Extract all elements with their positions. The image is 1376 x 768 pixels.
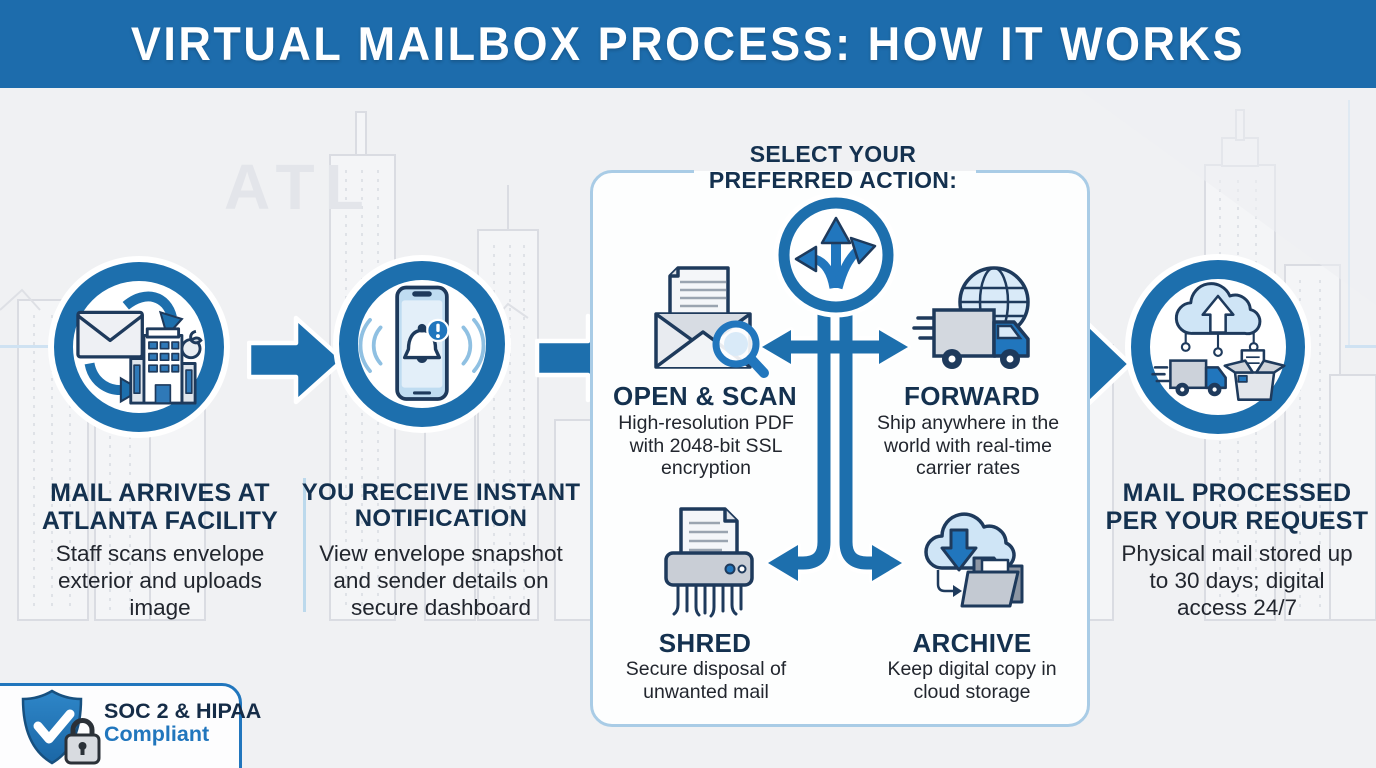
step-title-mail-arrival: MAIL ARRIVES AT ATLANTA FACILITY — [41, 479, 279, 535]
mail-arrival-icon — [76, 291, 203, 405]
step-desc-processed: Physical mail stored up to 30 days; digi… — [1121, 541, 1353, 620]
action-desc-shred: Secure disposal of unwanted mail — [625, 658, 787, 703]
shredder-icon — [664, 507, 754, 618]
background-seam-right — [1345, 345, 1376, 348]
step-circle-processed — [1131, 260, 1305, 434]
page-title: VIRTUAL MAILBOX PROCESS: HOW IT WORKS — [130, 16, 1246, 71]
box-title-gap — [694, 165, 976, 177]
cloud-dispatch-icon — [1151, 282, 1286, 401]
shield-check-icon — [21, 689, 101, 765]
step-circle-mail-arrival — [54, 262, 224, 432]
flow-arrow-1 — [247, 315, 346, 405]
action-name-forward: FORWARD — [904, 381, 1040, 411]
padlock-icon — [64, 718, 101, 765]
background-seam-right-vertical — [1348, 100, 1350, 345]
cloud-archive-icon — [924, 512, 1024, 608]
action-connector — [759, 192, 911, 584]
background-seam-left — [0, 345, 62, 348]
step-title-processed: MAIL PROCESSED PER YOUR REQUEST — [1105, 479, 1369, 535]
compliance-standards: SOC 2 & HIPAA — [104, 699, 262, 723]
action-desc-forward: Ship anywhere in the world with real-tim… — [876, 412, 1060, 480]
step-circle-notification — [339, 261, 505, 427]
header-banner: VIRTUAL MAILBOX PROCESS: HOW IT WORKS — [0, 0, 1376, 88]
action-desc-archive: Keep digital copy in cloud storage — [887, 658, 1057, 703]
action-name-open-scan: OPEN & SCAN — [613, 381, 797, 411]
branching-arrows-icon — [794, 216, 877, 290]
step-title-notification: YOU RECEIVE INSTANT NOTIFICATION — [301, 479, 581, 533]
action-box-title: SELECT YOUR PREFERRED ACTION: — [708, 141, 958, 193]
caption-divider — [303, 478, 306, 612]
step-desc-notification: View envelope snapshot and sender detail… — [319, 541, 563, 620]
forward-shipping-icon — [912, 266, 1030, 369]
phone-notification-icon — [358, 285, 486, 401]
action-name-archive: ARCHIVE — [912, 628, 1032, 658]
compliance-badge-text: SOC 2 & HIPAA Compliant — [104, 700, 261, 745]
open-scan-icon — [654, 266, 769, 378]
step-desc-mail-arrival: Staff scans envelope exterior and upload… — [55, 541, 265, 620]
action-desc-open-scan: High-resolution PDF with 2048-bit SSL en… — [618, 412, 794, 480]
action-name-shred: SHRED — [658, 628, 752, 658]
atl-watermark: ATL — [224, 151, 374, 223]
compliance-status: Compliant — [104, 721, 210, 746]
